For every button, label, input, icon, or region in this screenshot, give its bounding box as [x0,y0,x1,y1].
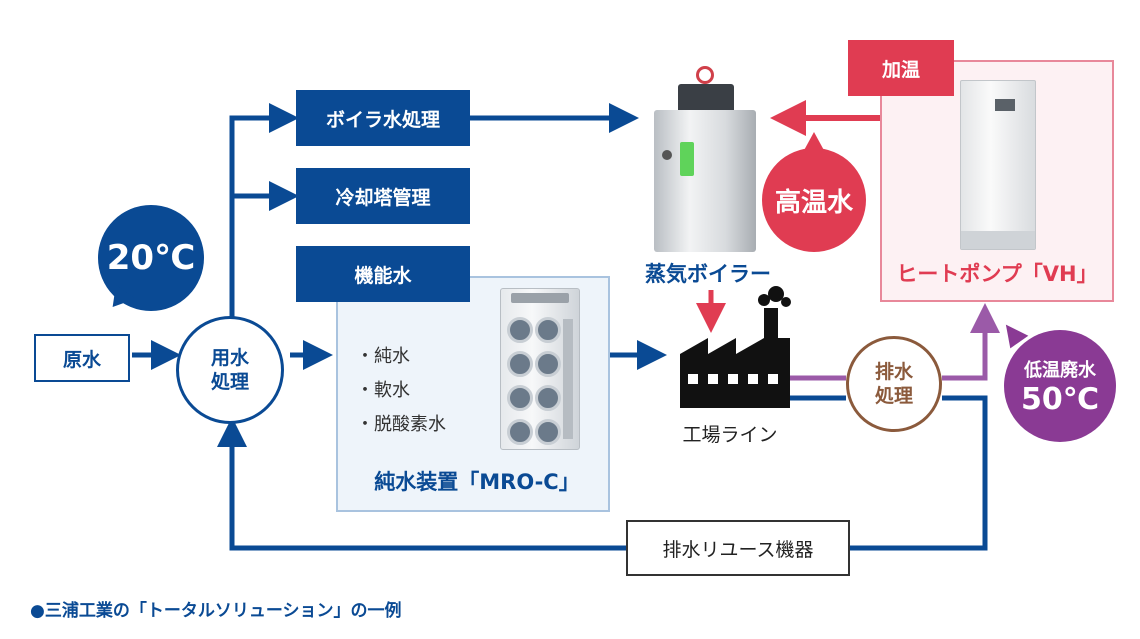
hot-water-badge-tail [802,132,826,154]
raw-water-label: 原水 [62,348,101,371]
pure-water-device-image [500,288,580,450]
boiler-water-treatment-box: ボイラ水処理 [296,90,470,146]
factory-icon [664,284,794,410]
raw-water-box: 原水 [34,334,130,382]
steam-boiler-image [650,66,760,252]
drain-treatment-line2: 処理 [874,385,913,407]
arrow-drain-to-heatpump [942,303,1000,381]
arrow-reuse-to-treatment [217,417,626,551]
reuse-device-label: 排水リユース機器 [662,538,814,561]
water-treatment-circle: 用水 処理 [176,316,284,424]
temp-50-label: 50℃ [1020,381,1100,417]
heat-pump-label: ヒートポンプ「VH」 [896,262,1098,286]
temp-20-label: 20℃ [106,238,196,278]
water-treatment-line2: 処理 [210,371,249,393]
drain-treatment-circle: 排水 処理 [846,336,942,432]
heating-label: 加温 [881,58,920,81]
cooling-tower-label: 冷却塔管理 [335,186,431,209]
hot-water-badge: 高温水 [762,148,866,252]
pure-water-item-3: ・脱酸素水 [356,414,446,435]
low-temp-waste-label: 低温廃水 [1024,359,1096,381]
reuse-device-box: 排水リユース機器 [626,520,850,576]
heating-box: 加温 [848,40,954,96]
cooling-tower-box: 冷却塔管理 [296,168,470,224]
pure-water-device-label: 純水装置「MRO-C」 [374,470,580,494]
temp-20-badge: 20℃ [98,205,204,311]
drain-treatment-line1: 排水 [874,361,913,383]
steam-boiler-label: 蒸気ボイラー [645,262,771,286]
functional-water-box: 機能水 [296,246,470,302]
factory-line-label: 工場ライン [682,424,778,446]
pure-water-item-1: ・純水 [356,346,410,367]
pure-water-item-2: ・軟水 [356,380,410,401]
boiler-water-treatment-label: ボイラ水処理 [325,108,440,131]
heat-pump-image [960,80,1036,250]
low-temp-waste-badge: 低温廃水 50℃ [1004,330,1116,442]
water-treatment-line1: 用水 [210,347,249,369]
functional-water-label: 機能水 [354,264,412,287]
line-drain-to-reuse [850,395,988,551]
arrow-to-boiler-water [229,103,299,318]
caption: ●三浦工業の「トータルソリューション」の一例 [30,601,402,621]
pure-water-items: ・純水 ・軟水 ・脱酸素水 [356,340,446,442]
hot-water-label: 高温水 [774,187,853,218]
